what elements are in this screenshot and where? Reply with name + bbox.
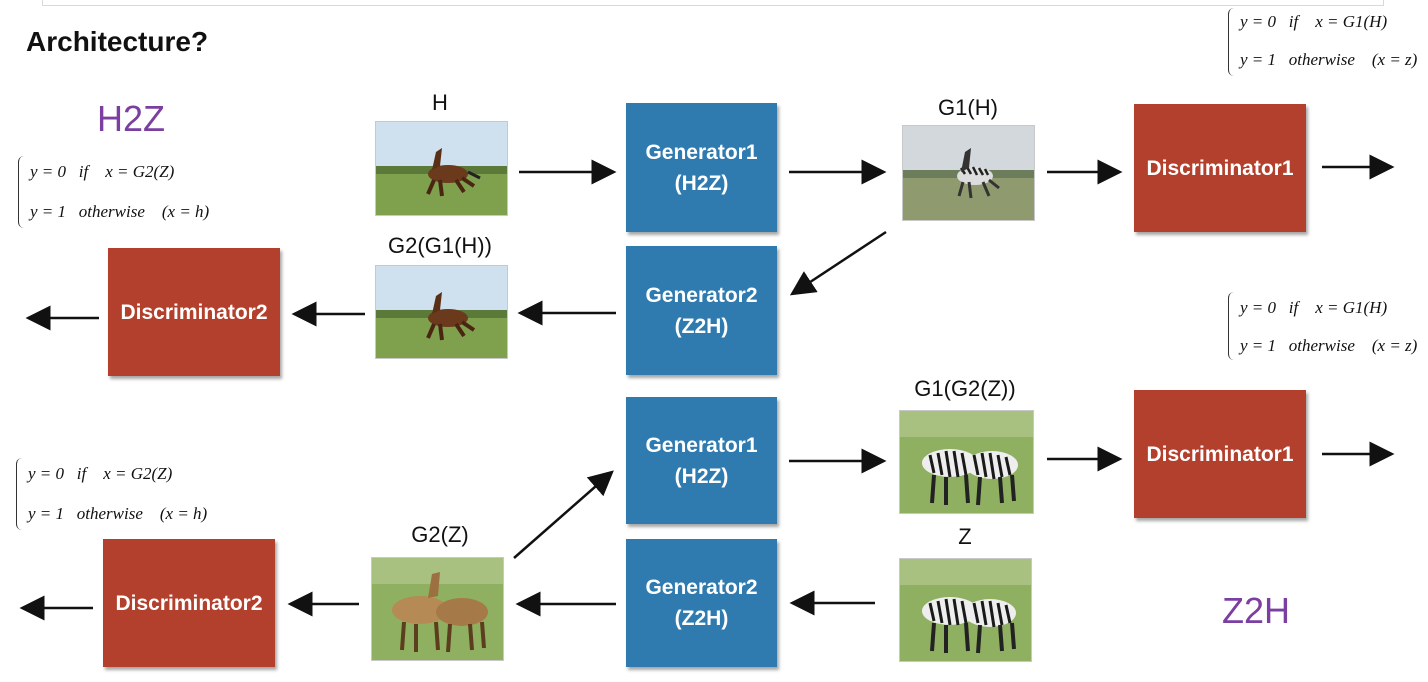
equation-line: y = 0 if x = G1(H) [1240, 298, 1388, 317]
equation-line: y = 0 if x = G2(Z) [30, 162, 175, 181]
reconstructed-horse-image [375, 265, 508, 359]
equation-line: y = 1 otherwise (x = h) [30, 202, 210, 221]
generator2-z2h-bottom: Generator2 (Z2H) [626, 539, 777, 667]
page-title: Architecture? [26, 26, 209, 57]
box-title: Generator2 [645, 283, 758, 307]
brace [1228, 8, 1237, 76]
box-title: Discriminator2 [115, 591, 263, 615]
generator2-z2h-top: Generator2 (Z2H) [626, 246, 777, 375]
zebras-image [899, 558, 1032, 662]
discriminator1-top: Discriminator1 [1134, 104, 1306, 232]
label-g1g2z: G1(G2(Z)) [914, 376, 1016, 401]
brace [16, 458, 25, 530]
h2z-tag: H2Z [97, 98, 166, 139]
equation-line: y = 1 otherwise (x = h) [28, 504, 208, 523]
box-title: Discriminator1 [1146, 156, 1294, 180]
equation-top-left: y = 0 if x = G2(Z) y = 1 otherwise (x = … [18, 156, 238, 228]
equation-line: y = 1 otherwise (x = z) [1240, 50, 1418, 69]
z2h-tag: Z2H [1222, 590, 1291, 631]
two-horses-image [371, 557, 504, 661]
box-title: Generator1 [645, 140, 758, 164]
generator1-h2z-bottom: Generator1 (H2Z) [626, 397, 777, 524]
discriminator2-top: Discriminator2 [108, 248, 280, 376]
arrow-g1h-to-gen2 [789, 230, 887, 296]
equation-mid-right: y = 0 if x = G1(H) y = 1 otherwise (x = … [1228, 292, 1428, 362]
arrow-g2z-to-gen1b [513, 470, 614, 559]
equation-bottom-left: y = 0 if x = G2(Z) y = 1 otherwise (x = … [16, 458, 236, 530]
zebras-generated-image [899, 410, 1034, 514]
box-title: Generator2 [645, 576, 758, 599]
box-title: Discriminator2 [120, 300, 268, 324]
equation-top-right: y = 0 if x = G1(H) y = 1 otherwise (x = … [1228, 8, 1428, 78]
box-subtitle: (Z2H) [674, 314, 729, 338]
box-title: Discriminator1 [1146, 442, 1294, 466]
horse-image [375, 121, 508, 216]
label-g2z: G2(Z) [411, 522, 469, 547]
label-z: Z [958, 524, 972, 549]
label-g1h: G1(H) [938, 95, 998, 120]
discriminator2-bottom: Discriminator2 [103, 539, 275, 667]
top-frame [42, 0, 1384, 6]
equation-line: y = 0 if x = G2(Z) [28, 464, 173, 483]
generator1-h2z-top: Generator1 (H2Z) [626, 103, 777, 232]
label-g2g1h: G2(G1(H)) [388, 233, 492, 258]
brace [18, 156, 27, 228]
box-subtitle: (H2Z) [674, 171, 729, 195]
box-subtitle: (Z2H) [674, 607, 729, 630]
generated-zebra-image [902, 125, 1035, 221]
box-title: Generator1 [645, 433, 758, 457]
equation-line: y = 1 otherwise (x = z) [1240, 336, 1418, 355]
box-subtitle: (H2Z) [674, 464, 729, 488]
brace [1228, 292, 1237, 360]
label-h: H [432, 90, 448, 115]
equation-line: y = 0 if x = G1(H) [1240, 12, 1388, 31]
discriminator1-bottom: Discriminator1 [1134, 390, 1306, 518]
